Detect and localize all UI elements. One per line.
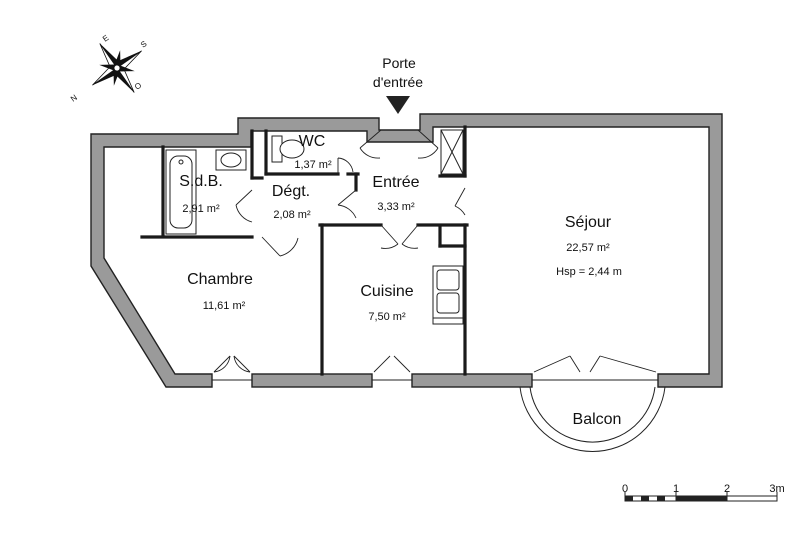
compass-east-label: E [101, 33, 111, 43]
scale-bar [624, 492, 778, 502]
room-name-balcon: Balcon [573, 411, 622, 428]
door-swings [212, 129, 658, 381]
entrance-label-line1: Porte [382, 55, 416, 71]
room-area-chambre: 11,61 m² [203, 300, 246, 312]
scale-tick-1: 1 [673, 483, 679, 495]
exterior-walls [90, 113, 723, 388]
scale-tick-0: 0 [622, 483, 628, 495]
room-name-wc: WC [299, 133, 326, 150]
room-area-sdb: 2,91 m² [182, 203, 220, 215]
closet [440, 129, 464, 175]
compass-west-label: O [133, 81, 143, 92]
room-area-cuisine: 7,50 m² [368, 311, 406, 323]
room-name-cuisine: Cuisine [360, 283, 413, 300]
room-area-wc: 1,37 m² [294, 159, 332, 171]
balcony [519, 386, 666, 452]
washbasin [215, 149, 247, 171]
compass-south-label: S [139, 39, 149, 49]
compass-rose: E S N O [69, 33, 149, 104]
room-name-entree: Entrée [372, 174, 419, 191]
scale-tick-3m: 3m [769, 483, 784, 495]
entrance-arrow-icon [386, 96, 410, 114]
room-area-entree: 3,33 m² [377, 201, 415, 213]
room-name-degt: Dégt. [272, 183, 310, 200]
scale-tick-2: 2 [724, 483, 730, 495]
room-name-sejour: Séjour [565, 214, 612, 231]
bathtub [165, 149, 197, 235]
kitchen-counter [432, 265, 464, 325]
exterior-wall-bottom-a [251, 373, 373, 388]
interior-walls [140, 125, 469, 376]
room-name-chambre: Chambre [187, 271, 253, 288]
exterior-wall-bottom-b [411, 373, 533, 388]
room-area-degt: 2,08 m² [273, 209, 311, 221]
toilet [271, 135, 305, 163]
compass-north-label: N [69, 93, 79, 104]
room-area-sejour: 22,57 m² [566, 242, 610, 254]
room-note-sejour: Hsp = 2,44 m [556, 266, 622, 278]
entrance-label-line2: d'entrée [373, 74, 423, 90]
room-name-sdb: S.d.B. [179, 173, 223, 190]
